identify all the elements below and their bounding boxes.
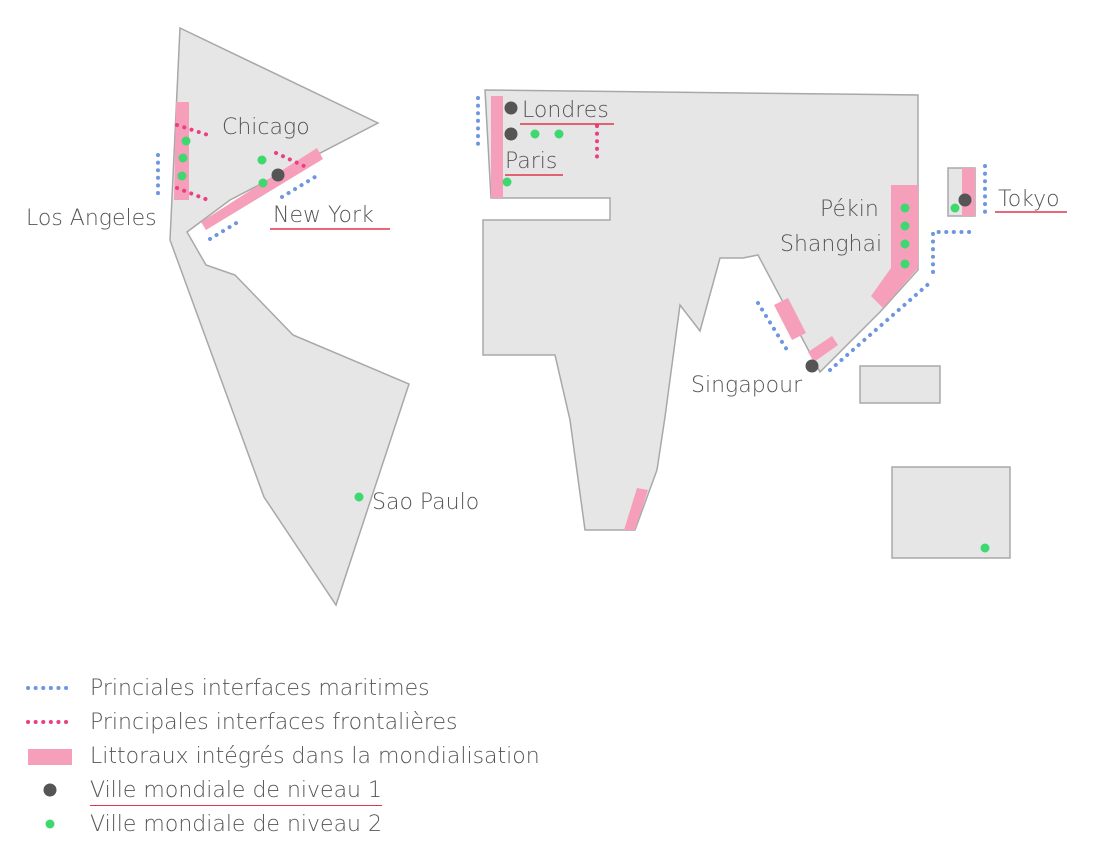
city-level2-marker bbox=[900, 259, 910, 269]
north-america-landmass bbox=[169, 26, 410, 607]
southeast-asia-islands-landmass bbox=[859, 365, 941, 404]
city-level2-marker bbox=[980, 543, 990, 553]
coast-west-north-america bbox=[174, 102, 189, 200]
maritime-interface-japan-sea bbox=[931, 230, 974, 274]
maritime-interface-atlantic-us-north bbox=[280, 172, 322, 199]
level2-dot-icon bbox=[45, 819, 55, 829]
level1-dot-icon bbox=[43, 783, 57, 797]
label-londres: Londres bbox=[522, 98, 609, 123]
coast-western-europe bbox=[491, 96, 503, 198]
city-level1-marker-tokyo bbox=[958, 193, 972, 207]
city-level2-marker-pekin bbox=[900, 203, 910, 213]
city-level2-marker bbox=[502, 177, 512, 187]
city-level2-marker bbox=[258, 178, 268, 188]
city-level2-marker-shanghai bbox=[900, 239, 910, 249]
label-chicago: Chicago bbox=[222, 115, 310, 140]
frontier-interface-canada-east bbox=[274, 151, 306, 168]
label-shanghai: Shanghai bbox=[780, 232, 882, 257]
city-level2-marker bbox=[177, 171, 187, 181]
world-map: Chicago Los Angeles New York Sao Paulo L… bbox=[26, 26, 1067, 607]
label-pekin: Pékin bbox=[820, 197, 879, 222]
maritime-interface-east-asia-coast bbox=[828, 278, 935, 372]
coast-singapore bbox=[808, 336, 838, 362]
australia-landmass bbox=[891, 466, 1011, 559]
maritime-interface-malacca bbox=[756, 301, 789, 352]
coast-east-north-america bbox=[201, 148, 323, 230]
legend-label-level2: Ville mondiale de niveau 2 bbox=[90, 812, 382, 837]
city-level2-marker bbox=[554, 129, 564, 139]
label-new-york: New York bbox=[273, 203, 374, 228]
level-1-cities bbox=[271, 101, 972, 373]
coast-southern-africa bbox=[624, 488, 648, 530]
legend-label-coast: Littoraux intégrés dans la mondialisatio… bbox=[90, 744, 540, 769]
frontier-line-icon bbox=[26, 720, 74, 724]
label-sao-paulo: Sao Paulo bbox=[372, 490, 479, 515]
legend-label-level1: Ville mondiale de niveau 1 bbox=[90, 778, 382, 806]
city-level2-marker bbox=[530, 129, 540, 139]
coast-japan bbox=[962, 168, 975, 216]
eurasia-africa-landmass bbox=[482, 89, 919, 531]
city-level2-marker-chicago bbox=[257, 155, 267, 165]
city-level2-marker bbox=[900, 221, 910, 231]
legend-label-maritime: Princiales interfaces maritimes bbox=[90, 676, 430, 701]
label-singapour: Singapour bbox=[691, 373, 803, 398]
city-level1-marker-new-york bbox=[271, 168, 285, 182]
frontier-interface-mexico bbox=[175, 186, 210, 202]
city-level1-marker-singapour bbox=[805, 359, 819, 373]
maritime-interface-gulf-of-mexico bbox=[208, 220, 240, 241]
city-level2-marker bbox=[181, 136, 191, 146]
city-level2-marker bbox=[178, 153, 188, 163]
coast-straits-of-malacca bbox=[774, 298, 806, 340]
label-paris: Paris bbox=[505, 149, 557, 174]
city-level2-marker-sao-paulo bbox=[354, 492, 364, 502]
maritime-line-icon bbox=[26, 686, 74, 690]
city-level1-marker-paris bbox=[504, 127, 518, 141]
city-level1-marker-londres bbox=[504, 101, 518, 115]
city-level2-marker bbox=[950, 203, 960, 213]
label-los-angeles: Los Angeles bbox=[26, 206, 157, 231]
label-tokyo: Tokyo bbox=[998, 187, 1060, 212]
legend-label-frontier: Principales interfaces frontalières bbox=[90, 710, 458, 735]
frontier-interface-canada-north bbox=[175, 123, 210, 137]
level-2-cities bbox=[177, 129, 990, 553]
coast-east-asia bbox=[871, 185, 918, 308]
coast-swatch-icon bbox=[28, 749, 72, 765]
